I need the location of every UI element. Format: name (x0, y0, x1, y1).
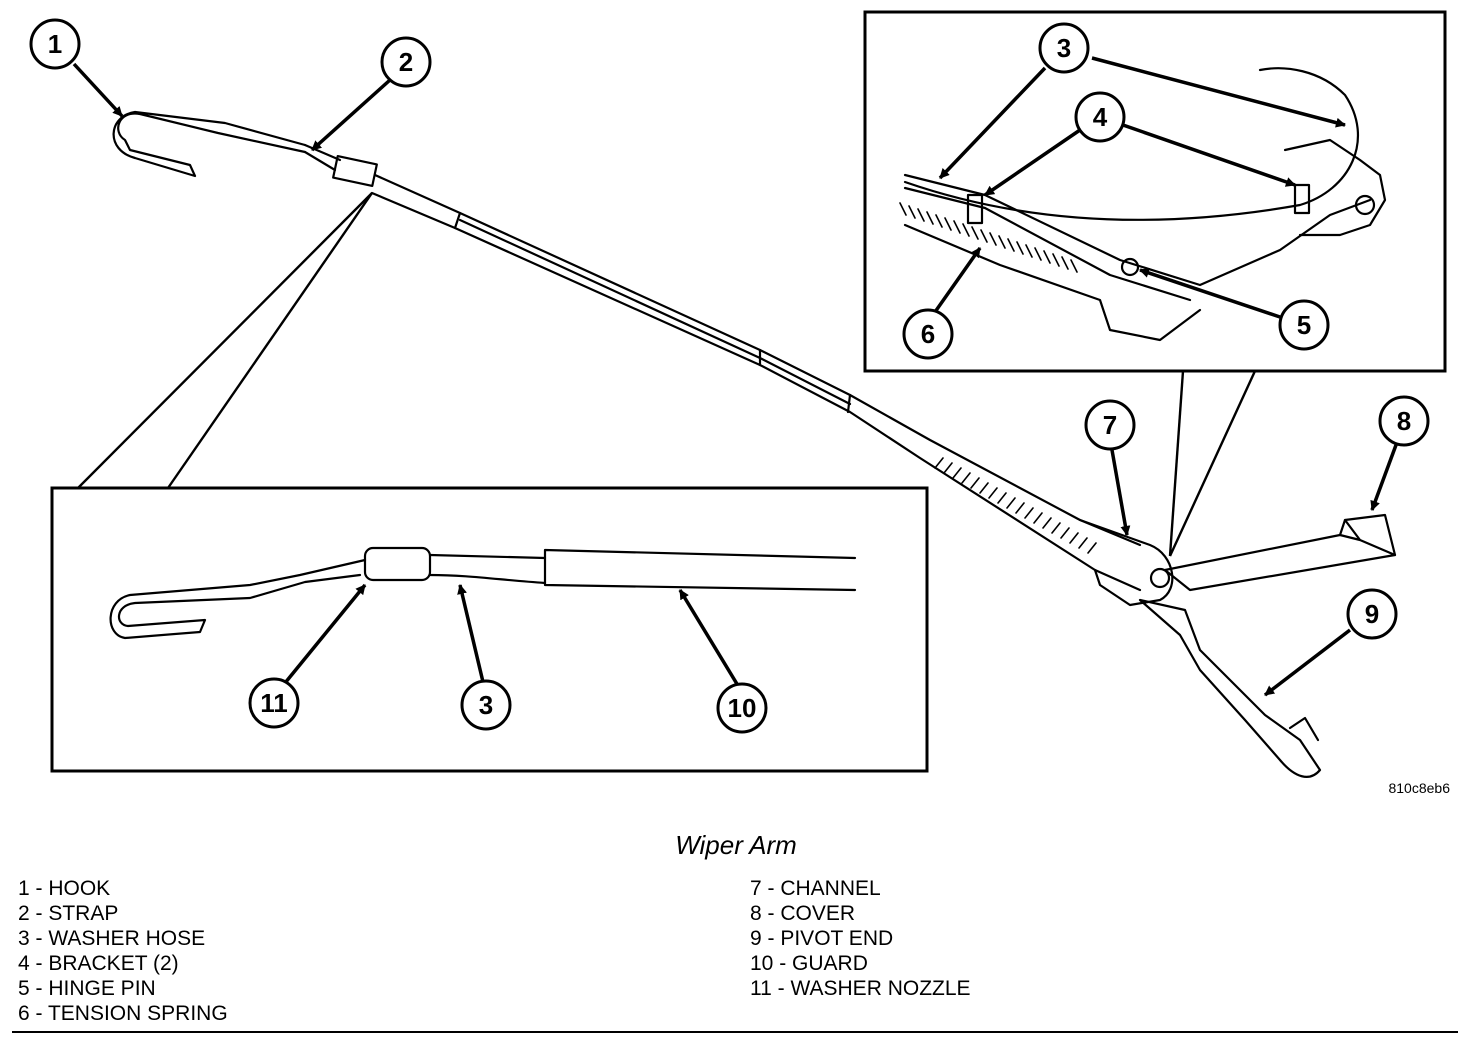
hook (112, 110, 307, 178)
svg-text:3: 3 (479, 690, 493, 720)
callout-1: 1 (29, 18, 81, 70)
svg-text:7: 7 (1103, 410, 1117, 440)
legend-item: 10 - GUARD (750, 952, 868, 975)
wiper-arm-drawing (112, 110, 1397, 778)
callout-9: 9 (1346, 588, 1398, 640)
leader-9 (1263, 628, 1352, 697)
legend-item: 2 - STRAP (18, 902, 119, 925)
svg-text:1: 1 (48, 29, 62, 59)
inset-guard (543, 548, 857, 592)
leader-6 (933, 246, 982, 314)
leader-2 (310, 78, 392, 152)
svg-text:8: 8 (1397, 406, 1411, 436)
arm-tension-spring (934, 457, 1097, 554)
figure-title: Wiper Arm (675, 830, 797, 860)
inset-top-right-leaders (1168, 370, 1257, 557)
svg-text:4: 4 (1093, 102, 1108, 132)
callout-4: 4 (1074, 91, 1126, 143)
callout-10: 10 (716, 682, 768, 734)
svg-text:2: 2 (399, 47, 413, 77)
legend-item: 11 - WASHER NOZZLE (750, 977, 971, 1000)
figure-code: 810c8eb6 (1388, 780, 1450, 796)
pivot-hinge (1149, 567, 1171, 589)
legend-item: 3 - WASHER HOSE (18, 927, 206, 950)
inset-hook (109, 558, 367, 640)
leader-4-right (1122, 123, 1296, 187)
svg-text:5: 5 (1297, 310, 1311, 340)
callout-8: 8 (1378, 395, 1430, 447)
inset-top-right (863, 10, 1447, 373)
inset-washer-hose (903, 67, 1360, 221)
bottom-rule (12, 1031, 1458, 1033)
leader-7 (1110, 449, 1131, 536)
svg-text:6: 6 (921, 319, 935, 349)
svg-text:9: 9 (1365, 599, 1379, 629)
inset-hinge-pin (1120, 257, 1140, 277)
strap (303, 143, 342, 172)
legend-item: 1 - HOOK (18, 877, 111, 900)
leader-8 (1370, 444, 1398, 511)
leader-11 (283, 583, 367, 685)
leader-3b (457, 584, 485, 683)
callout-leaders (72, 56, 1398, 697)
callout-3-inset-bottom: 3 (460, 679, 512, 731)
inset-washer-hose-2 (428, 553, 547, 585)
callout-11: 11 (248, 677, 300, 729)
legend-item: 8 - COVER (750, 902, 856, 925)
inset-bottom-left-leaders (77, 192, 373, 489)
cover (1163, 513, 1397, 592)
callout-7: 7 (1084, 399, 1136, 451)
svg-text:10: 10 (728, 693, 757, 723)
inset-bracket-left (966, 193, 984, 225)
legend-item: 5 - HINGE PIN (18, 977, 156, 1000)
svg-text:11: 11 (260, 688, 288, 718)
legend-item: 9 - PIVOT END (750, 927, 894, 950)
leader-5 (1139, 268, 1281, 319)
leader-10 (678, 589, 739, 685)
callout-5: 5 (1278, 299, 1330, 351)
leader-3a-right (1091, 56, 1346, 128)
inset-washer-nozzle (363, 546, 432, 582)
inset-top-right-frame (863, 10, 1447, 373)
pivot-end (1138, 598, 1322, 778)
callout-2: 2 (380, 36, 432, 88)
legend-item: 6 - TENSION SPRING (18, 1002, 228, 1025)
inset-bracket-right (1293, 183, 1311, 215)
legend-right: 7 - CHANNEL 8 - COVER 9 - PIVOT END 10 -… (750, 876, 971, 1001)
callout-3-inset-top: 3 (1038, 22, 1090, 74)
inset-tension-spring (899, 202, 1078, 273)
legend-item: 7 - CHANNEL (750, 877, 881, 900)
leader-3a-left (938, 66, 1047, 180)
legend-left: 1 - HOOK 2 - STRAP 3 - WASHER HOSE 4 - B… (18, 876, 228, 1026)
leader-4-left (984, 128, 1081, 197)
legend-item: 4 - BRACKET (2) (18, 952, 179, 975)
svg-text:3: 3 (1057, 33, 1071, 63)
callout-6: 6 (902, 308, 954, 360)
leader-1 (72, 62, 124, 118)
arm-center-line (458, 218, 852, 406)
